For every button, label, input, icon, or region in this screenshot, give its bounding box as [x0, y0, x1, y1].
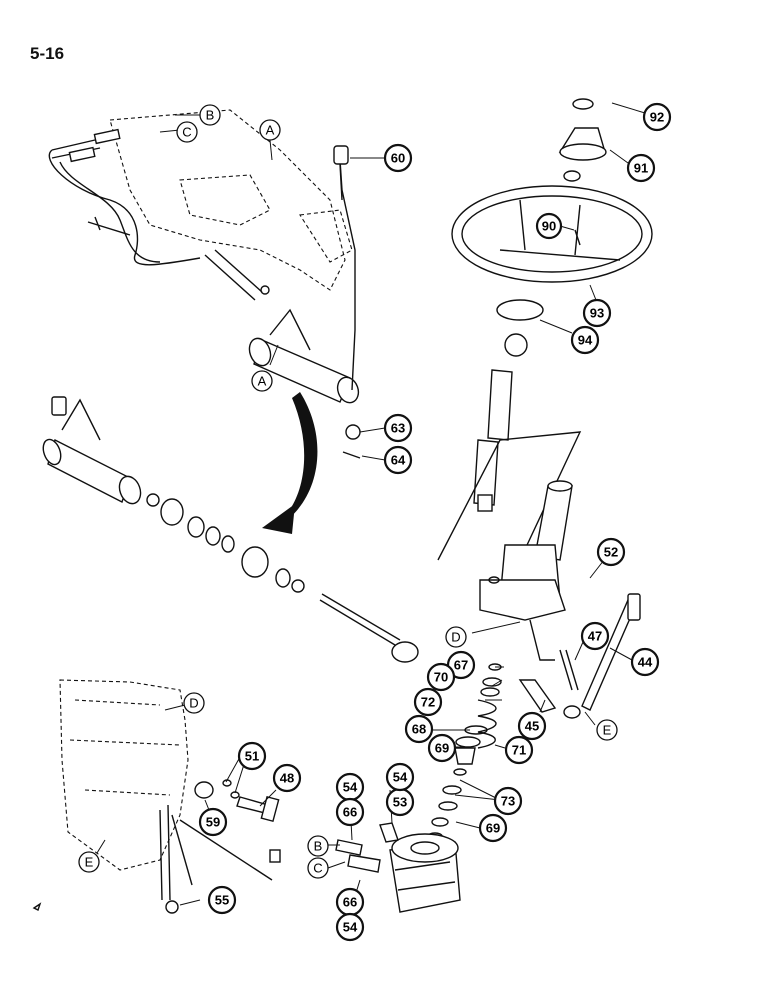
callout-45-text: 45: [525, 719, 539, 734]
callout-71: 71: [504, 735, 534, 765]
letter-d-column: D: [445, 626, 467, 648]
letter-c-motor: C: [307, 857, 329, 879]
callout-51-text: 51: [245, 749, 259, 764]
callout-70: 70: [426, 662, 456, 692]
letter-d-housing: D: [183, 692, 205, 714]
callout-90: 90: [535, 212, 563, 240]
letter-e-housing: E: [78, 851, 100, 873]
page-number: 5-16: [30, 44, 65, 63]
callout-51: 51: [237, 741, 267, 771]
callout-52: 52: [596, 537, 626, 567]
letter-b-motor: B: [307, 835, 329, 857]
letter-b-top-text: B: [206, 108, 215, 123]
callout-55-text: 55: [215, 893, 229, 908]
letter-d-housing-text: D: [189, 696, 198, 711]
letter-a-cylinder-text: A: [258, 374, 267, 389]
callout-45: 45: [517, 711, 547, 741]
callout-68: 68: [404, 714, 434, 744]
steering-cylinder-installed: [248, 145, 361, 459]
callout-48-text: 48: [280, 771, 294, 786]
callout-92-text: 92: [650, 110, 664, 125]
letter-a-top: A: [259, 119, 281, 141]
callout-69: 69: [427, 733, 457, 763]
callout-94-text: 94: [578, 333, 593, 348]
callout-93: 93: [582, 298, 612, 328]
callout-54-lower-text: 54: [343, 920, 358, 935]
callout-67-text: 67: [454, 658, 468, 673]
callout-59-text: 59: [206, 815, 220, 830]
letter-d-column-text: D: [451, 630, 460, 645]
callout-54-upper-right-text: 54: [393, 770, 408, 785]
callout-69-lower: 69: [478, 813, 508, 843]
callout-54-lower: 54: [335, 912, 365, 942]
letter-b-top: B: [199, 104, 221, 126]
letter-e-housing-text: E: [85, 855, 94, 870]
callout-53: 53: [385, 787, 415, 817]
callout-53-text: 53: [393, 795, 407, 810]
callout-91: 91: [626, 153, 656, 183]
callout-64: 64: [383, 445, 413, 475]
explode-arrow: [262, 392, 318, 534]
callout-47-text: 47: [588, 629, 602, 644]
callout-92: 92: [642, 102, 672, 132]
callout-91-text: 91: [634, 161, 648, 176]
callout-68-text: 68: [412, 722, 426, 737]
callout-69-lower-text: 69: [486, 821, 500, 836]
letter-e-lever: E: [596, 719, 618, 741]
callout-48: 48: [272, 763, 302, 793]
print-mark: [32, 902, 42, 911]
callout-60: 60: [383, 143, 413, 173]
steering-column-housing: [437, 431, 641, 719]
letter-c-top: C: [176, 121, 198, 143]
callout-52-text: 52: [604, 545, 618, 560]
callout-70-text: 70: [434, 670, 448, 685]
callout-66-lower: 66: [335, 887, 365, 917]
callout-44: 44: [630, 647, 660, 677]
callout-54-upper-right: 54: [385, 762, 415, 792]
callout-64-text: 64: [391, 453, 406, 468]
letter-a-cylinder: A: [251, 370, 273, 392]
letter-b-motor-text: B: [314, 839, 323, 854]
callout-55: 55: [207, 885, 237, 915]
callout-73: 73: [493, 786, 523, 816]
callout-66-text: 66: [343, 805, 357, 820]
letter-e-lever-text: E: [603, 723, 612, 738]
callout-47: 47: [580, 621, 610, 651]
callout-59: 59: [198, 807, 228, 837]
callout-54-text: 54: [343, 780, 358, 795]
callout-66: 66: [335, 797, 365, 827]
callout-71-text: 71: [512, 743, 526, 758]
callout-63: 63: [383, 413, 413, 443]
letter-c-motor-text: C: [313, 861, 322, 876]
steering-motor: [335, 822, 461, 913]
letter-a-top-text: A: [266, 123, 275, 138]
callout-90-text: 90: [542, 219, 556, 234]
callout-69-text: 69: [435, 741, 449, 756]
callout-72-text: 72: [421, 695, 435, 710]
transmission-housing: [59, 679, 281, 914]
callout-73-text: 73: [501, 794, 515, 809]
callout-94: 94: [570, 325, 600, 355]
callout-63-text: 63: [391, 421, 405, 436]
callout-93-text: 93: [590, 306, 604, 321]
callout-44-text: 44: [638, 655, 653, 670]
callout-72: 72: [413, 687, 443, 717]
front-axle-assembly: [48, 109, 353, 301]
callout-54: 54: [335, 772, 365, 802]
callout-60-text: 60: [391, 151, 405, 166]
steering-wheel-group: [451, 98, 653, 512]
letter-c-top-text: C: [182, 125, 191, 140]
steering-cylinder-exploded: [42, 396, 419, 663]
callout-66-lower-text: 66: [343, 895, 357, 910]
